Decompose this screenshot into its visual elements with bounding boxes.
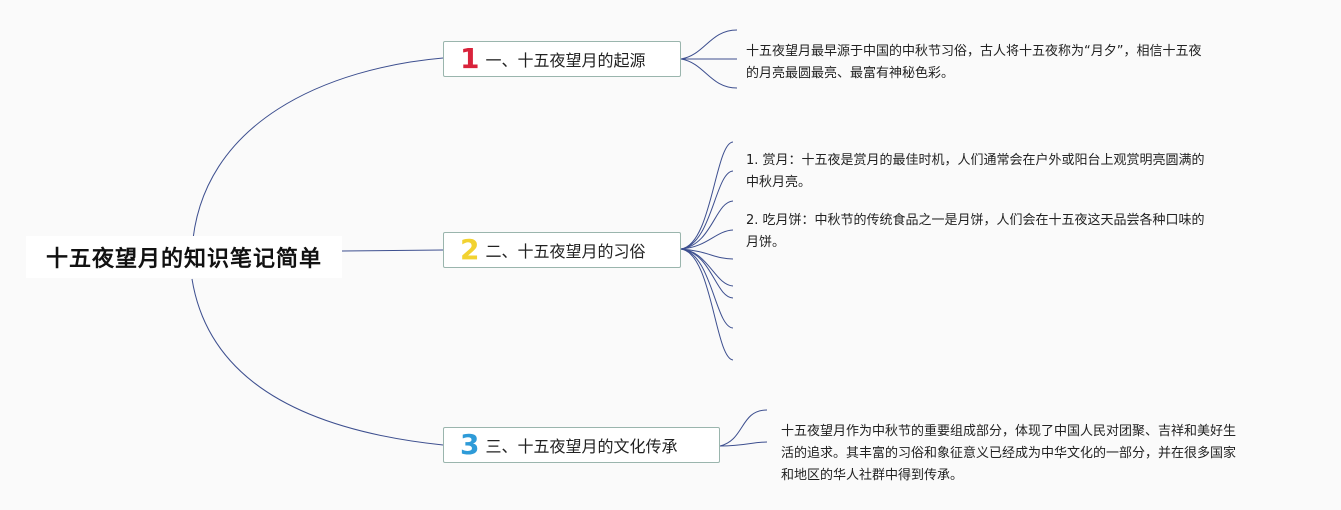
number-2-icon: 2 [460,233,480,266]
connector-root-branch-1 [191,57,444,251]
branch-origin[interactable]: 1 一、十五夜望月的起源 [443,41,681,77]
root-topic[interactable]: 十五夜望月的知识笔记简单 [26,236,342,278]
number-3-icon: 3 [460,428,480,461]
branch-customs[interactable]: 2 二、十五夜望月的习俗 [443,232,681,268]
note-origin: 十五夜望月最早源于中国的中秋节习俗，古人将十五夜称为“月夕”，相信十五夜 的月亮… [746,44,1202,81]
note-mooncake: 2. 吃月饼：中秋节的传统食品之一是月饼，人们会在十五夜这天品尝各种口味的 月饼… [746,213,1205,250]
number-1-icon: 1 [460,42,480,75]
connector-root-branch-3 [191,278,444,446]
branch-label: 一、十五夜望月的起源 [485,51,646,70]
root-title: 十五夜望月的知识笔记简单 [45,247,322,272]
connector-root-branch-2 [341,249,444,252]
note-moon-viewing: 1. 赏月：十五夜是赏月的最佳时机，人们通常会在户外或阳台上观赏明亮圆满的 中秋… [746,153,1205,190]
branch-heritage[interactable]: 3 三、十五夜望月的文化传承 [443,427,720,463]
branch-label: 三、十五夜望月的文化传承 [485,437,678,456]
note-heritage: 十五夜望月作为中秋节的重要组成部分，体现了中国人民对团聚、吉祥和美好生 活的追求… [781,424,1237,483]
branch-label: 二、十五夜望月的习俗 [485,242,646,261]
